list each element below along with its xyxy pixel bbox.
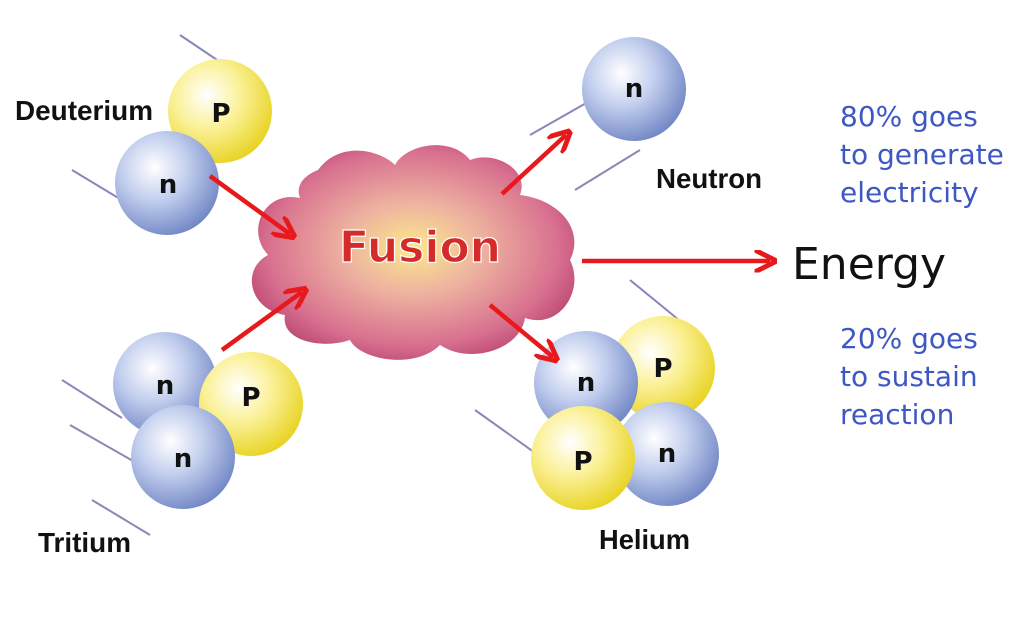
neutron-product: n (582, 37, 686, 141)
note-bottom-line-2: to sustain (840, 360, 978, 393)
deuterium-proton-letter: P (211, 99, 230, 129)
helium-label: Helium (599, 524, 690, 555)
helium-neutron-2-letter: n (658, 439, 677, 469)
product-neutron (582, 37, 686, 141)
note-top-line-3: electricity (840, 176, 979, 209)
helium-nucleus: P n n P (531, 316, 719, 510)
tritium-nucleus: n P n (113, 332, 303, 509)
energy-label: Energy (792, 239, 946, 290)
helium-proton-2-letter: P (573, 447, 592, 477)
note-top-line-2: to generate (840, 138, 1004, 171)
reaction-arrows (208, 135, 770, 357)
arrow-fusion-to-neutron (500, 135, 566, 196)
note-bottom-line-3: reaction (840, 398, 954, 431)
fusion-cloud: Fusion (251, 145, 575, 360)
tritium-proton-letter: P (241, 383, 260, 413)
arrow-deuterium-to-fusion (208, 174, 290, 234)
helium-proton-2 (531, 406, 635, 510)
product-neutron-letter: n (625, 74, 644, 104)
deuterium-neutron (115, 131, 219, 235)
tritium-neutron-2 (131, 405, 235, 509)
helium-proton-1 (611, 316, 715, 420)
energy-note-top: 80% goes to generate electricity (840, 100, 1004, 209)
deuterium-nucleus: P n (115, 59, 272, 235)
arrow-fusion-to-helium (488, 303, 553, 357)
helium-neutron-1-letter: n (577, 368, 596, 398)
energy-note-bottom: 20% goes to sustain reaction (840, 322, 978, 431)
deuterium-proton (168, 59, 272, 163)
tritium-neutron-2-letter: n (174, 444, 193, 474)
helium-proton-1-letter: P (653, 354, 672, 384)
tritium-neutron-1-letter: n (156, 371, 175, 401)
note-bottom-line-1: 20% goes (840, 322, 978, 355)
deuterium-neutron-letter: n (159, 170, 178, 200)
arrow-tritium-to-fusion (220, 292, 302, 352)
note-top-line-1: 80% goes (840, 100, 978, 133)
neutron-label: Neutron (656, 163, 762, 194)
deuterium-label: Deuterium (15, 95, 153, 126)
tritium-label: Tritium (38, 527, 131, 558)
fusion-label: Fusion (339, 222, 501, 273)
helium-neutron-2 (615, 402, 719, 506)
